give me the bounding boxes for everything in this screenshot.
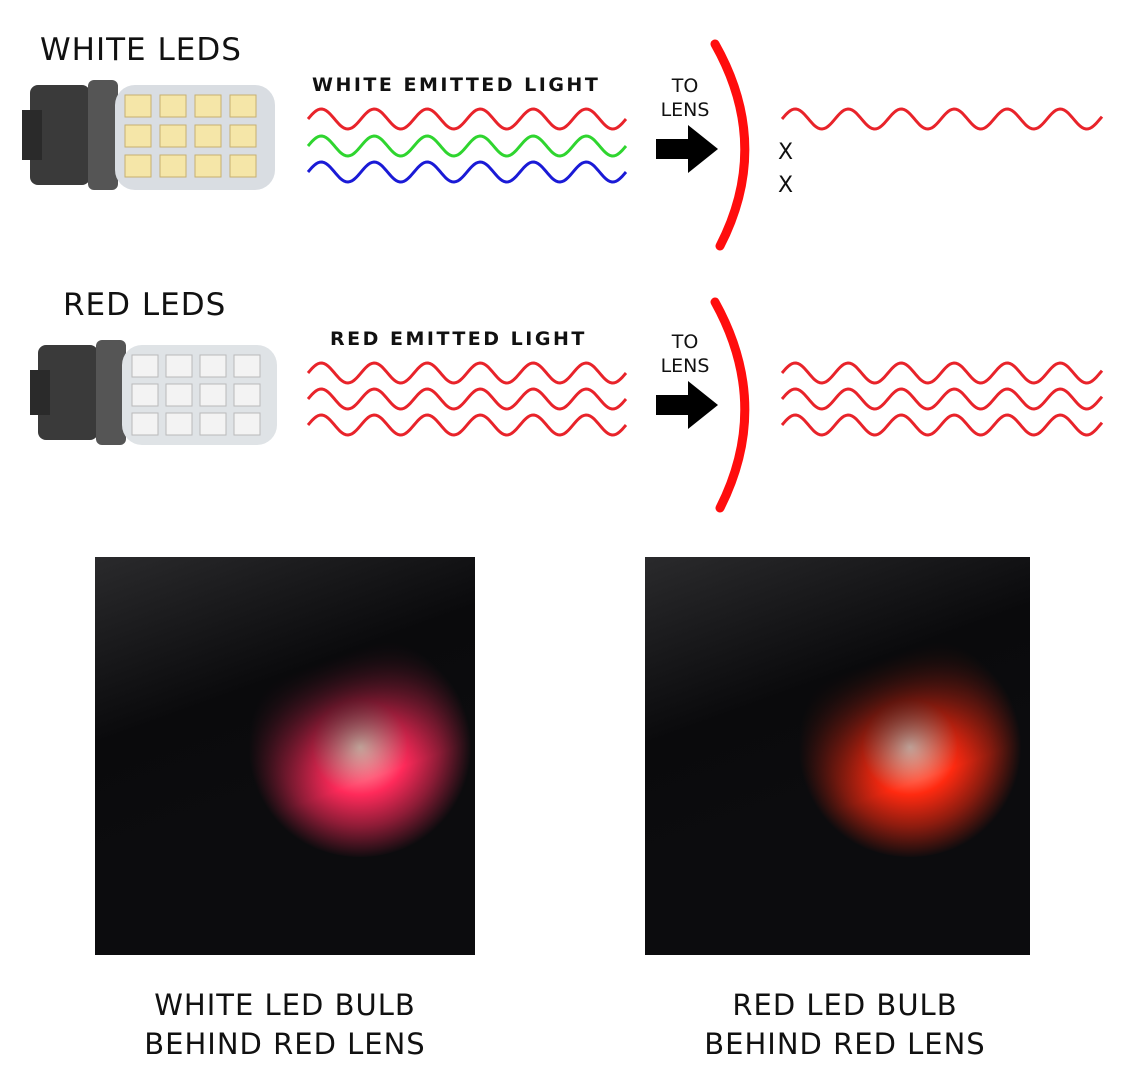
white-leds-heading: WHITE LEDS [40, 32, 242, 68]
emitted-light-wave [306, 160, 628, 184]
transmitted-light-wave [780, 107, 1104, 131]
diagram-graphics [22, 39, 1104, 513]
white-emitted-light-label: WHITE EMITTED LIGHT [312, 74, 601, 96]
transmitted-light-wave [780, 361, 1104, 385]
arrow-right-icon [656, 381, 718, 429]
caption-line: WHITE LED BULB [154, 988, 416, 1022]
white-led-caption: WHITE LED BULB BEHIND RED LENS [75, 986, 495, 1064]
red-lens-arc [710, 297, 750, 513]
white-led-bulb-image [22, 80, 275, 190]
lens-text: LENS [660, 355, 710, 377]
white-led-taillight-photo [95, 557, 475, 955]
caption-line: RED LED BULB [732, 988, 958, 1022]
red-lens-arc [710, 39, 750, 251]
blocked-x-blue: X [778, 173, 794, 198]
emitted-light-wave [306, 134, 628, 158]
lens-text: LENS [660, 99, 710, 121]
emitted-light-wave [306, 387, 628, 411]
caption-line: BEHIND RED LENS [704, 1027, 986, 1061]
to-text: TO [671, 75, 699, 97]
caption-line: BEHIND RED LENS [144, 1027, 426, 1061]
emitted-light-wave [306, 413, 628, 437]
red-led-taillight-photo [645, 557, 1030, 955]
red-led-caption: RED LED BULB BEHIND RED LENS [635, 986, 1055, 1064]
emitted-light-wave [306, 361, 628, 385]
transmitted-light-wave [780, 387, 1104, 411]
arrow-right-icon [656, 125, 718, 173]
to-text: TO [671, 331, 699, 353]
blocked-x-green: X [778, 140, 794, 165]
red-leds-heading: RED LEDS [63, 287, 227, 323]
red-emitted-light-label: RED EMITTED LIGHT [330, 328, 587, 350]
transmitted-light-wave [780, 413, 1104, 437]
red-led-bulb-image [30, 340, 277, 445]
emitted-light-wave [306, 107, 628, 131]
